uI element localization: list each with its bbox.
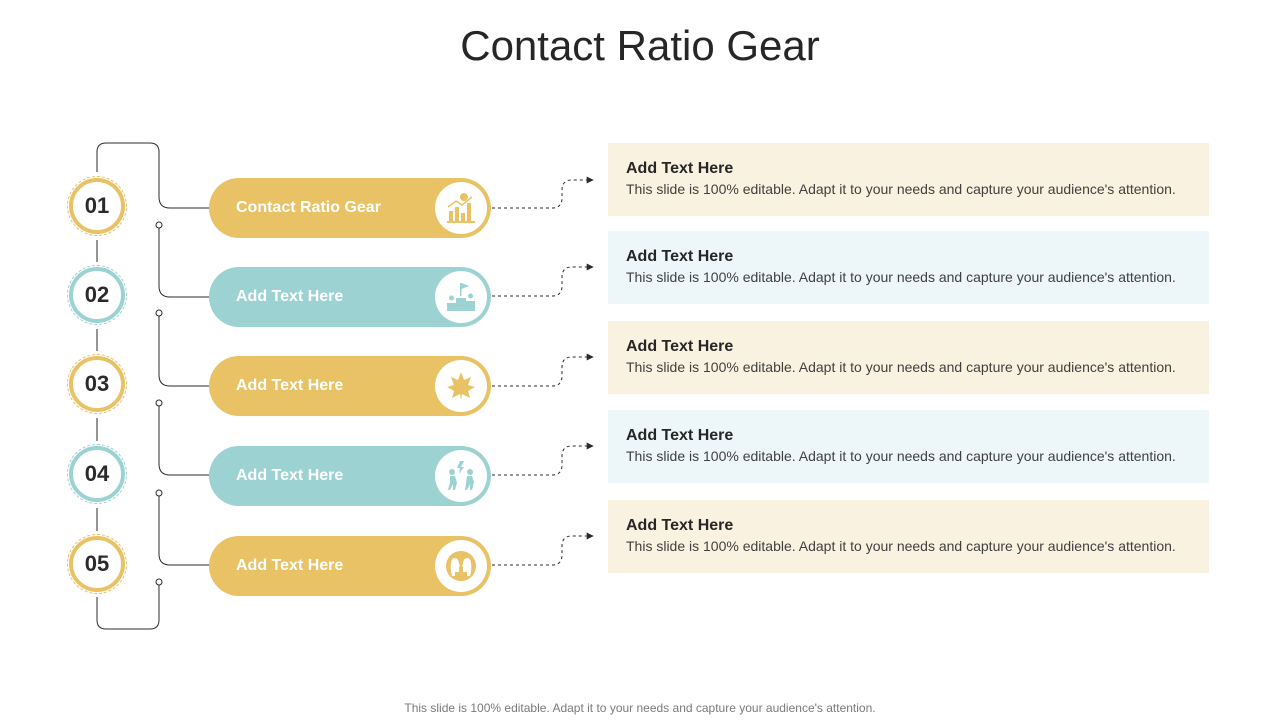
step-pill-label: Add Text Here (236, 557, 344, 574)
step-pill-label: Add Text Here (236, 288, 344, 305)
step-number-5: 05 (67, 534, 127, 594)
step-pill-label: Contact Ratio Gear (236, 199, 381, 216)
branch-4 (158, 404, 209, 476)
step-number-3: 03 (67, 354, 127, 414)
text-box-body: This slide is 100% editable. Adapt it to… (626, 448, 1176, 464)
branch-5 (158, 493, 209, 566)
spine-bottom-loop (96, 582, 160, 630)
step-number-text: 03 (84, 371, 110, 396)
dashed-arrow-1 (492, 176, 594, 209)
step-pill-label: Add Text Here (236, 377, 344, 394)
dashed-arrow-2 (492, 263, 594, 297)
text-box-body: This slide is 100% editable. Adapt it to… (626, 538, 1176, 554)
text-box-5: Add Text Here This slide is 100% editabl… (608, 500, 1209, 573)
spine-top-loop (96, 142, 209, 209)
step-number-2: 02 (67, 265, 127, 325)
step-pill-3: Add Text Here (209, 356, 491, 416)
branch-2 (158, 226, 209, 298)
step-pill-4: Add Text Here (209, 446, 491, 506)
step-number-text: 05 (84, 551, 110, 576)
maple-leaf-icon (435, 360, 487, 412)
text-box-body: This slide is 100% editable. Adapt it to… (626, 359, 1176, 375)
text-box-heading: Add Text Here (626, 248, 734, 265)
branch-dot-4 (155, 399, 163, 407)
branch-3 (158, 314, 209, 387)
dashed-arrow-5 (492, 532, 594, 566)
text-box-1: Add Text Here This slide is 100% editabl… (608, 143, 1209, 216)
step-pill-1: Contact Ratio Gear (209, 178, 491, 238)
text-box-2: Add Text Here This slide is 100% editabl… (608, 231, 1209, 304)
step-number-4: 04 (67, 444, 127, 504)
dashed-arrow-4 (492, 442, 594, 476)
branch-dot-3 (155, 309, 163, 317)
step-pill-5: Add Text Here (209, 536, 491, 596)
bar-chart-icon (435, 182, 487, 234)
branch-dot-2 (155, 221, 163, 229)
text-box-heading: Add Text Here (626, 160, 734, 177)
people-conflict-icon (435, 450, 487, 502)
step-number-text: 01 (84, 193, 110, 218)
dashed-arrow-3 (492, 353, 594, 387)
podium-flag-icon (435, 271, 487, 323)
step-number-text: 04 (84, 461, 110, 486)
step-pill-label: Add Text Here (236, 467, 344, 484)
branch-dot-5 (155, 489, 163, 497)
text-box-4: Add Text Here This slide is 100% editabl… (608, 410, 1209, 483)
text-box-3: Add Text Here This slide is 100% editabl… (608, 321, 1209, 394)
text-box-heading: Add Text Here (626, 517, 734, 534)
footer-note: This slide is 100% editable. Adapt it to… (404, 701, 876, 715)
slide-title: Contact Ratio Gear (460, 22, 820, 69)
step-number-text: 02 (84, 282, 110, 307)
branch-dot-end (155, 578, 163, 586)
two-heads-icon (435, 540, 487, 592)
text-box-body: This slide is 100% editable. Adapt it to… (626, 269, 1176, 285)
text-box-heading: Add Text Here (626, 427, 734, 444)
step-number-1: 01 (67, 176, 127, 236)
step-pill-2: Add Text Here (209, 267, 491, 327)
text-box-heading: Add Text Here (626, 338, 734, 355)
text-box-body: This slide is 100% editable. Adapt it to… (626, 181, 1176, 197)
